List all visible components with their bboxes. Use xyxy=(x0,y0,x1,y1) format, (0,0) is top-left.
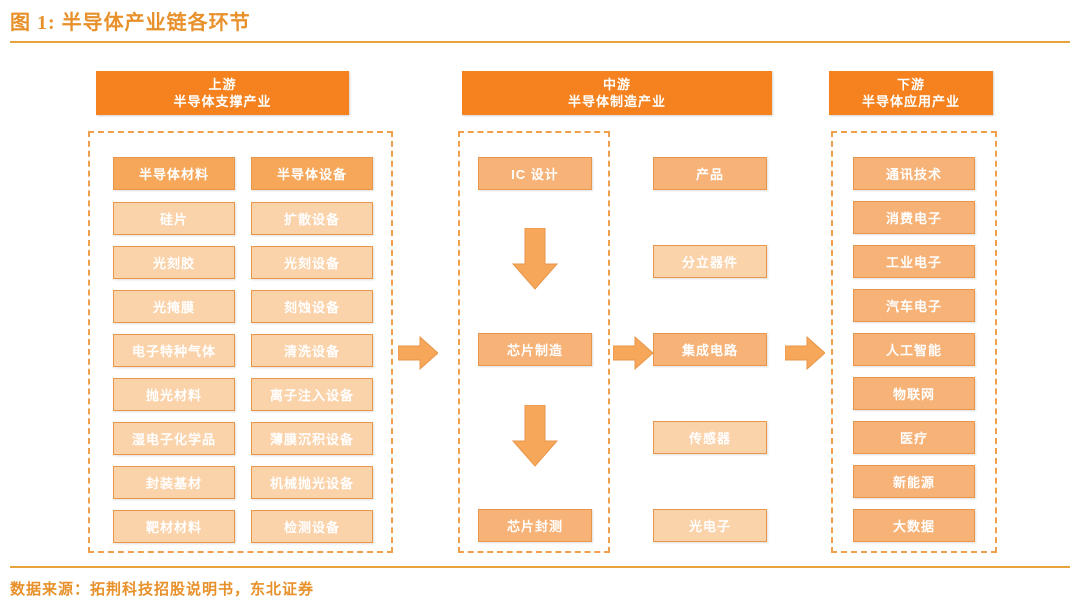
footer-divider xyxy=(10,566,1070,568)
arrow-right-icon-process-to-products xyxy=(613,336,653,370)
node-application-4[interactable]: 人工智能 xyxy=(853,333,975,366)
node-application-2[interactable]: 工业电子 xyxy=(853,245,975,278)
node-equipment-4[interactable]: 离子注入设备 xyxy=(251,378,373,411)
section-header-midstream: 中游 半导体制造产业 xyxy=(462,71,772,115)
node-material-7[interactable]: 靶材材料 xyxy=(113,510,235,543)
node-materials-head[interactable]: 半导体材料 xyxy=(113,157,235,190)
node-product-0[interactable]: 分立器件 xyxy=(653,245,767,278)
node-equipment-7[interactable]: 检测设备 xyxy=(251,510,373,543)
node-material-6[interactable]: 封装基材 xyxy=(113,466,235,499)
arrow-right-icon-upstream-to-midstream xyxy=(398,336,438,370)
upstream-container xyxy=(88,131,393,553)
downstream-container xyxy=(831,131,997,553)
node-material-5[interactable]: 湿电子化学品 xyxy=(113,422,235,455)
upstream-title-line1: 上游 xyxy=(208,77,237,92)
node-application-6[interactable]: 医疗 xyxy=(853,421,975,454)
node-equipment-2[interactable]: 刻蚀设备 xyxy=(251,290,373,323)
arrow-down-icon-2 xyxy=(512,405,558,467)
node-equipment-6[interactable]: 机械抛光设备 xyxy=(251,466,373,499)
node-equipment-3[interactable]: 清洗设备 xyxy=(251,334,373,367)
node-material-4[interactable]: 抛光材料 xyxy=(113,378,235,411)
downstream-title-line2: 半导体应用产业 xyxy=(861,94,960,109)
title-divider xyxy=(10,41,1070,43)
node-equipment-0[interactable]: 扩散设备 xyxy=(251,202,373,235)
node-application-7[interactable]: 新能源 xyxy=(853,465,975,498)
source-note: 数据来源：拓荆科技招股说明书，东北证券 xyxy=(10,582,315,598)
node-material-3[interactable]: 电子特种气体 xyxy=(113,334,235,367)
node-application-8[interactable]: 大数据 xyxy=(853,509,975,542)
downstream-title-line1: 下游 xyxy=(896,77,925,92)
node-process-0[interactable]: IC 设计 xyxy=(478,157,592,190)
node-equipment-5[interactable]: 薄膜沉积设备 xyxy=(251,422,373,455)
node-products-head[interactable]: 产品 xyxy=(653,157,767,190)
arrow-down-icon-1 xyxy=(512,228,558,290)
node-product-3[interactable]: 光电子 xyxy=(653,509,767,542)
node-equipment-1[interactable]: 光刻设备 xyxy=(251,246,373,279)
node-equipment-head[interactable]: 半导体设备 xyxy=(251,157,373,190)
node-material-0[interactable]: 硅片 xyxy=(113,202,235,235)
node-application-0[interactable]: 通讯技术 xyxy=(853,157,975,190)
node-application-5[interactable]: 物联网 xyxy=(853,377,975,410)
node-application-1[interactable]: 消费电子 xyxy=(853,201,975,234)
upstream-title-line2: 半导体支撑产业 xyxy=(173,94,272,109)
node-product-1[interactable]: 集成电路 xyxy=(653,333,767,366)
node-material-1[interactable]: 光刻胶 xyxy=(113,246,235,279)
figure-title: 图 1: 半导体产业链各环节 xyxy=(10,12,251,34)
midstream-process-container xyxy=(458,131,610,553)
section-header-downstream: 下游 半导体应用产业 xyxy=(829,71,993,115)
node-process-1[interactable]: 芯片制造 xyxy=(478,333,592,366)
arrow-right-icon-midstream-to-downstream xyxy=(785,336,825,370)
section-header-upstream: 上游 半导体支撑产业 xyxy=(96,71,349,115)
midstream-title-line1: 中游 xyxy=(602,77,631,92)
node-product-2[interactable]: 传感器 xyxy=(653,421,767,454)
node-process-2[interactable]: 芯片封测 xyxy=(478,509,592,542)
midstream-title-line2: 半导体制造产业 xyxy=(567,94,666,109)
node-material-2[interactable]: 光掩膜 xyxy=(113,290,235,323)
node-application-3[interactable]: 汽车电子 xyxy=(853,289,975,322)
